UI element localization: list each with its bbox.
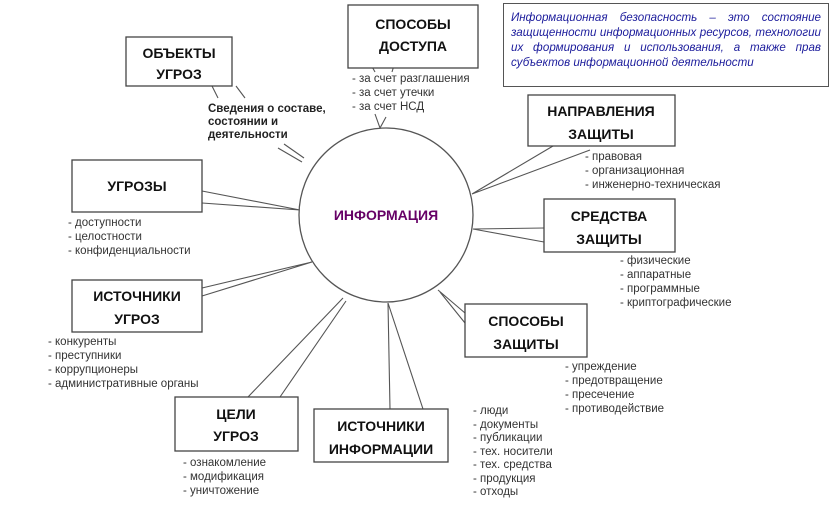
threat-objects-note-1: Сведения о составе, (208, 103, 326, 115)
threat-goals-item: - уничтожение (183, 485, 259, 497)
protection-directions-item: - организационная (585, 165, 684, 177)
threat-sources-title-1: ИСТОЧНИКИ (93, 288, 181, 304)
info-sources-item: - люди (473, 405, 508, 417)
access-methods-item: - за счет разглашения (352, 73, 470, 85)
protection-means-title-1: СРЕДСТВА (571, 208, 648, 224)
protection-means-item: - криптографические (620, 297, 732, 309)
connector-threat-objects-bottom (277, 143, 305, 163)
threat-objects-box (125, 36, 233, 87)
node-protection-methods: СПОСОБЫ ЗАЩИТЫ - упреждение - предотвращ… (464, 303, 664, 415)
threat-goals-title-1: ЦЕЛИ (216, 406, 255, 422)
protection-methods-title-1: СПОСОБЫ (488, 313, 563, 329)
info-sources-item: - документы (473, 419, 538, 431)
connector-directions (471, 145, 591, 195)
protection-methods-item: - противодействие (565, 403, 664, 415)
connector-info-sources (387, 302, 424, 410)
threat-sources-item: - административные органы (48, 378, 199, 390)
threat-sources-title-2: УГРОЗ (114, 311, 160, 327)
info-sources-box (313, 408, 449, 463)
protection-directions-item: - инженерно-техническая (585, 179, 720, 191)
access-methods-title-2: ДОСТУПА (379, 38, 447, 54)
threats-box (71, 159, 203, 213)
node-access-methods: СПОСОБЫ ДОСТУПА - за счет разглашения - … (347, 4, 479, 113)
threats-item: - целостности (68, 231, 142, 243)
center-label: ИНФОРМАЦИЯ (334, 207, 438, 223)
info-sources-item: - отходы (473, 486, 518, 498)
node-protection-means: СРЕДСТВА ЗАЩИТЫ - физические - аппаратны… (543, 198, 732, 309)
protection-methods-item: - упреждение (565, 361, 637, 373)
protection-methods-item: - пресечение (565, 389, 634, 401)
node-threats: УГРОЗЫ - доступности - целостности - кон… (68, 159, 203, 257)
access-methods-title-1: СПОСОБЫ (375, 16, 450, 32)
info-sources-title-1: ИСТОЧНИКИ (337, 418, 425, 434)
protection-methods-title-2: ЗАЩИТЫ (493, 336, 558, 352)
threat-sources-item: - коррупционеры (48, 364, 138, 376)
protection-methods-box (464, 303, 588, 358)
access-methods-item: - за счет НСД (352, 101, 424, 113)
protection-means-item: - аппаратные (620, 269, 691, 281)
threat-goals-title-2: УГРОЗ (213, 428, 259, 444)
threat-goals-item: - модификация (183, 471, 264, 483)
protection-means-box (543, 198, 676, 253)
info-sources-item: - публикации (473, 432, 542, 444)
center-circle (298, 127, 474, 303)
node-info-sources: ИСТОЧНИКИ ИНФОРМАЦИИ - люди - документы … (313, 405, 553, 498)
info-sources-item: - тех. средства (473, 459, 552, 471)
protection-methods-item: - предотвращение (565, 375, 663, 387)
access-methods-box (347, 4, 479, 69)
threats-item: - доступности (68, 217, 141, 229)
connector-threat-objects-top (211, 85, 246, 99)
info-sources-title-2: ИНФОРМАЦИИ (329, 441, 433, 457)
connector-threat-goals (247, 297, 347, 398)
protection-means-item: - физические (620, 255, 691, 267)
node-threat-objects: ОБЪЕКТЫ УГРОЗ Сведения о составе, состоя… (125, 36, 326, 141)
threat-sources-box (71, 279, 203, 333)
connector-methods (437, 289, 466, 324)
threat-objects-title-2: УГРОЗ (156, 66, 202, 82)
threat-objects-note-2: состоянии и (208, 116, 278, 128)
protection-means-item: - программные (620, 283, 700, 295)
protection-means-title-2: ЗАЩИТЫ (576, 231, 641, 247)
protection-directions-title-1: НАПРАВЛЕНИЯ (547, 103, 654, 119)
threat-goals-item: - ознакомление (183, 457, 266, 469)
threats-title: УГРОЗЫ (107, 178, 166, 194)
connector-means (472, 227, 545, 243)
node-threat-goals: ЦЕЛИ УГРОЗ - ознакомление - модификация … (174, 396, 299, 497)
threat-sources-item: - конкуренты (48, 336, 116, 348)
threat-objects-note-3: деятельности (208, 129, 288, 141)
threat-goals-box (174, 396, 299, 452)
threat-objects-title-1: ОБЪЕКТЫ (142, 45, 215, 61)
protection-directions-item: - правовая (585, 151, 642, 163)
node-protection-directions: НАПРАВЛЕНИЯ ЗАЩИТЫ - правовая - организа… (527, 94, 720, 191)
info-sources-item: - продукция (473, 473, 536, 485)
node-threat-sources: ИСТОЧНИКИ УГРОЗ - конкуренты - преступни… (48, 279, 203, 390)
protection-directions-title-2: ЗАЩИТЫ (568, 126, 633, 142)
access-methods-item: - за счет утечки (352, 87, 434, 99)
protection-directions-box (527, 94, 676, 147)
definition-box: Информационная безопасность – это состоя… (503, 3, 829, 87)
threat-sources-item: - преступники (48, 350, 121, 362)
connector-access-bottom (374, 113, 387, 130)
info-sources-item: - тех. носители (473, 446, 553, 458)
connector-threats (201, 190, 301, 211)
threats-item: - конфиденциальности (68, 245, 191, 257)
connector-threat-sources (201, 261, 313, 297)
